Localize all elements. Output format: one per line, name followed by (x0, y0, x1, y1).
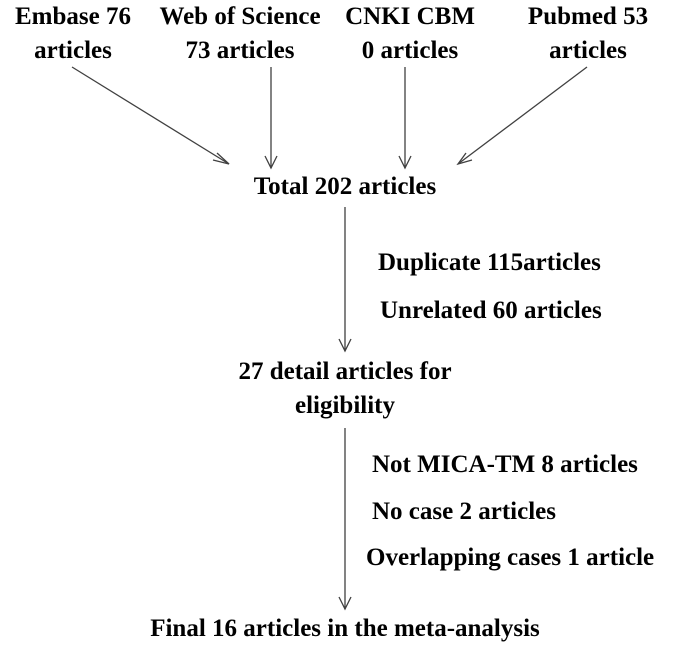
source-web-of-science: Web of Science 73 articles (144, 0, 336, 68)
arrow-pubmed-to-total (457, 66, 588, 165)
source-wos-line1: Web of Science (159, 3, 321, 30)
exclusion-no-case: No case 2 articles (372, 498, 556, 525)
final-articles: Final 16 articles in the meta-analysis (150, 615, 540, 642)
arrowhead-wos (264, 155, 278, 170)
exclusion-duplicate: Duplicate 115articles (378, 249, 601, 276)
source-pubmed-line1: Pubmed 53 (527, 3, 649, 30)
source-pubmed-line2: articles (549, 37, 627, 64)
detail-articles: 27 detail articles for eligibility (180, 355, 510, 423)
exclusion-not-mica-tm: Not MICA-TM 8 articles (372, 451, 638, 478)
source-embase-line1: Embase 76 (15, 3, 131, 30)
exclusion-overlapping-cases: Overlapping cases 1 article (366, 544, 655, 571)
source-pubmed: Pubmed 53 articles (508, 0, 668, 68)
source-cnki-line2: 0 articles (361, 37, 459, 64)
arrow-embase-to-total (71, 66, 230, 165)
source-embase: Embase 76 articles (0, 0, 146, 68)
arrowhead-cnki (398, 155, 412, 170)
source-cnki-line1: CNKI CBM (345, 3, 475, 30)
arrowhead-embase (212, 152, 230, 165)
detail-line1: 27 detail articles for (238, 358, 452, 385)
source-cnki-cbm: CNKI CBM 0 articles (340, 0, 480, 68)
arrowhead-total (338, 338, 352, 353)
total-articles: Total 202 articles (253, 173, 437, 200)
arrowhead-pubmed (456, 152, 473, 166)
detail-line2: eligibility (295, 392, 395, 419)
exclusion-unrelated: Unrelated 60 articles (380, 297, 602, 324)
source-embase-line2: articles (34, 37, 112, 64)
arrowhead-detail (338, 596, 352, 611)
source-wos-line2: 73 articles (185, 37, 295, 64)
